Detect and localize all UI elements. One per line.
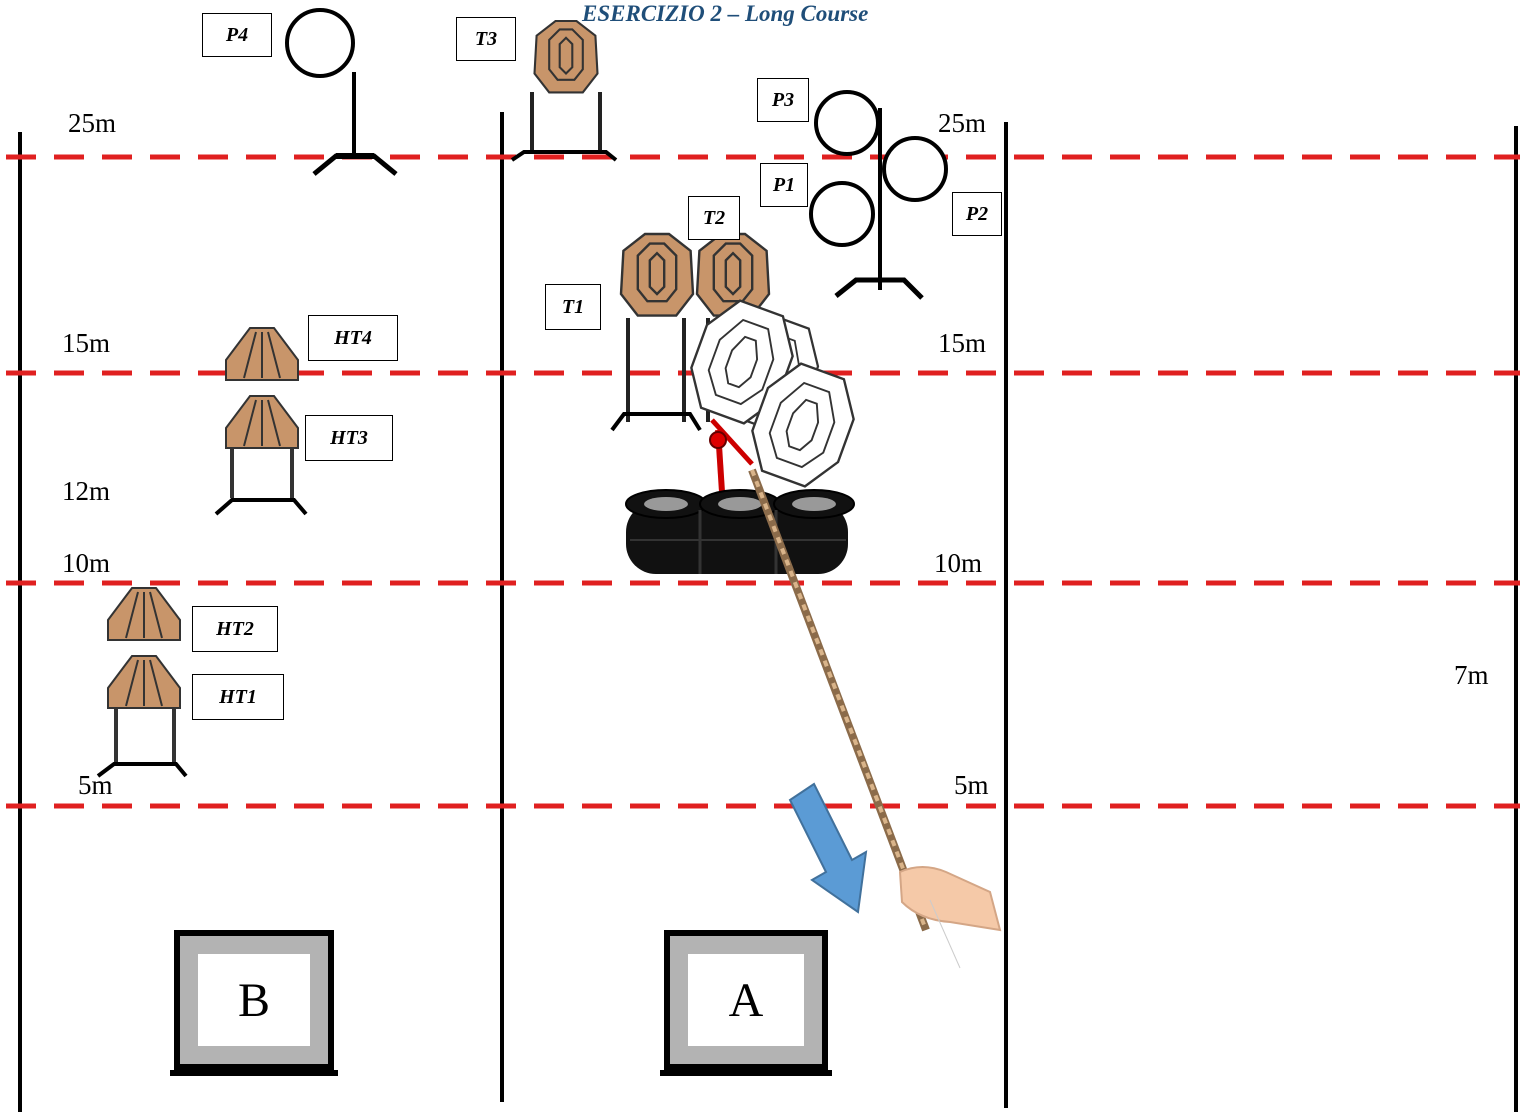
arrow-icon	[788, 782, 868, 914]
start-box-b-base	[170, 1070, 338, 1076]
hardtargets-ht1-ht2-icon	[96, 587, 188, 778]
tag-t2: T2	[688, 196, 740, 240]
tag-p3: P3	[757, 78, 809, 122]
exercise-title: ESERCIZIO 2 – Long Course	[582, 1, 869, 26]
distance-label-right-25m: 25m	[938, 108, 987, 138]
swinger-icon	[678, 291, 867, 496]
hardtargets-ht3-ht4-icon	[214, 327, 308, 516]
start-box-b-label: B	[198, 954, 310, 1046]
tires-icon	[625, 489, 855, 574]
tag-ht1: HT1	[192, 674, 284, 720]
tag-p4: P4	[202, 13, 272, 57]
rope-icon	[748, 468, 930, 932]
start-box-a: A	[660, 930, 832, 1076]
distance-label-right-10m: 10m	[934, 548, 983, 578]
target-t3-icon	[510, 19, 618, 162]
start-box-a-label: A	[688, 954, 804, 1046]
popper-tree-icon	[809, 90, 948, 300]
distance-label-right-15m: 15m	[938, 328, 987, 358]
tag-t3: T3	[456, 17, 516, 61]
lane-lines	[18, 112, 1518, 1112]
tag-p1: P1	[760, 163, 808, 207]
distance-label-right-7m: 7m	[1454, 660, 1489, 690]
start-box-b: B	[170, 930, 338, 1076]
distance-label-right-5m: 5m	[954, 770, 989, 800]
tag-ht2: HT2	[192, 606, 278, 652]
distance-label-left-15m: 15m	[62, 328, 111, 358]
hand-icon	[898, 866, 1002, 969]
distance-label-left-12m: 12m	[62, 476, 111, 506]
tag-ht4: HT4	[308, 315, 398, 361]
tag-t1: T1	[545, 284, 601, 330]
distance-label-left-5m: 5m	[78, 770, 113, 800]
start-box-a-base	[660, 1070, 832, 1076]
tag-ht3: HT3	[305, 415, 393, 461]
distance-label-left-25m: 25m	[68, 108, 117, 138]
popper-p4-icon	[285, 8, 398, 176]
tag-p2: P2	[952, 192, 1002, 236]
distance-label-left-10m: 10m	[62, 548, 111, 578]
